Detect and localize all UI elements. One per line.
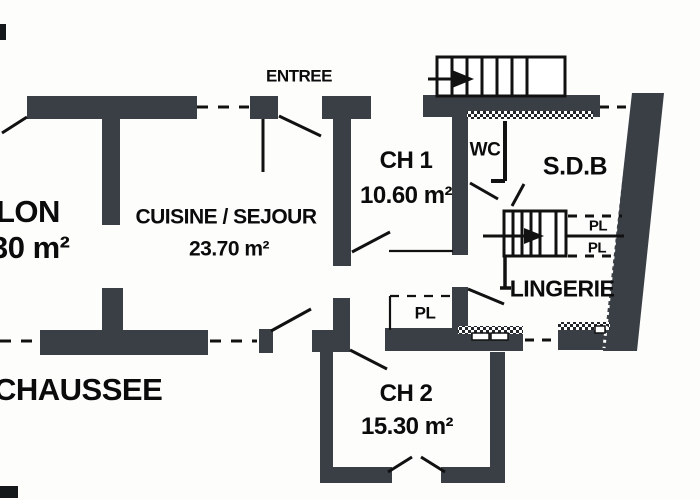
- door-lingerie-swing: [467, 287, 505, 306]
- hatch-strip-top-right: [467, 111, 593, 119]
- label-ch2-area: 15.30 m²: [360, 413, 454, 440]
- wall-right-slanted: [603, 93, 664, 351]
- wc-partition: [491, 121, 507, 183]
- wall-salon-cuisine-lower-stub: [102, 288, 123, 331]
- label-pl-upper: PL: [588, 217, 608, 235]
- label-wc: WC: [469, 139, 501, 161]
- wall-ch1-wc: [452, 113, 468, 255]
- opening-chevron-right: [420, 455, 446, 474]
- stairs-lower-arrow-icon: [524, 228, 544, 244]
- label-salon-name-cut: LON: [0, 194, 60, 229]
- wall-ch2-bottom-right: [441, 467, 505, 483]
- label-sdb: S.D.B: [542, 152, 608, 181]
- wall-small-block: [259, 329, 273, 353]
- window-slot-3: [594, 325, 606, 334]
- door-ch1-swing: [351, 230, 391, 254]
- label-salon-area-cut: 30 m²: [0, 230, 70, 265]
- wall-entry-left-block: [250, 96, 278, 119]
- wall-pl-lingerie: [452, 287, 468, 330]
- door-sdb-swing: [510, 183, 526, 207]
- hatch-strip-bottom-mid: [458, 326, 523, 334]
- wall-ch2-topleft: [312, 330, 350, 352]
- wall-ch2-bottom-left: [320, 467, 392, 483]
- wall-ch2-left: [320, 352, 333, 483]
- stairs-upper-arrow-icon: [452, 70, 474, 88]
- wall-cuisine-ch1: [333, 119, 351, 266]
- wall-salon-top: [27, 96, 197, 119]
- wall-ch2-right: [490, 352, 505, 483]
- opening-chevron-left: [387, 455, 413, 474]
- label-pl-ch2: PL: [414, 303, 436, 323]
- scan-speck-bottom-left: [0, 486, 18, 498]
- label-lingerie: LINGERIE: [509, 275, 615, 302]
- window-slot-1: [471, 332, 490, 341]
- door-wc-swing: [469, 181, 499, 201]
- window-slot-2: [490, 332, 509, 341]
- label-ch2-name: CH 2: [379, 380, 433, 407]
- label-ch1-name: CH 1: [379, 147, 433, 174]
- label-entree: ENTREE: [266, 66, 332, 86]
- hatch-strip-bottom-right: [558, 322, 610, 330]
- lingerie-partition: [500, 257, 511, 290]
- wall-entry-right-cap: [322, 96, 371, 119]
- label-ch1-area: 10.60 m²: [359, 182, 453, 209]
- door-salon-swing: [1, 115, 28, 135]
- scan-speck-top-left: [0, 24, 6, 40]
- wall-ch2-top-stub: [333, 298, 350, 332]
- label-cuisine-name: CUISINE / SEJOUR: [135, 205, 317, 229]
- wall-bottom-left: [40, 330, 208, 355]
- hatch-slant-edge: [602, 95, 631, 349]
- door-cuisine-bottom-swing: [270, 307, 312, 333]
- door-ch2-swing: [349, 348, 388, 371]
- label-pl-lower: PL: [587, 239, 607, 257]
- stairs-upper-outline: [435, 55, 567, 98]
- label-cuisine-area: 23.70 m²: [188, 237, 270, 261]
- door-entry-swing: [278, 114, 322, 138]
- wall-salon-cuisine-upper: [102, 119, 120, 225]
- label-floor-cut: CHAUSSEE: [0, 372, 163, 407]
